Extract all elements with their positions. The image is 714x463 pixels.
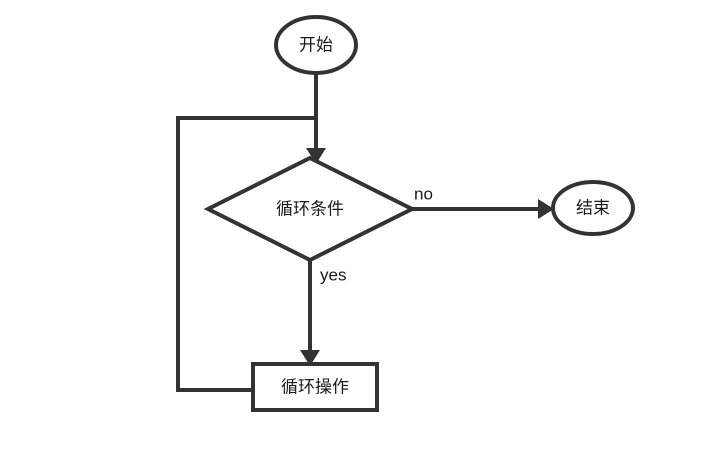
node-end[interactable]: 结束 (551, 180, 635, 236)
end-ellipse[interactable] (551, 180, 635, 236)
end-label: 结束 (576, 198, 610, 217)
edge-condition-to-end (410, 199, 554, 219)
edge-label-yes: yes (320, 265, 346, 284)
operation-rect[interactable] (251, 362, 379, 412)
node-condition[interactable]: 循环条件 (203, 155, 417, 263)
loopback-line (176, 116, 316, 392)
edge-operation-to-condition-loop (176, 116, 316, 392)
condition-label: 循环条件 (276, 199, 344, 218)
edge-start-to-condition (306, 73, 326, 164)
node-operation[interactable]: 循环操作 (251, 362, 379, 412)
start-label: 开始 (299, 35, 333, 54)
node-start[interactable]: 开始 (274, 15, 358, 75)
start-ellipse[interactable] (274, 15, 358, 75)
arrow-head-down-operation (300, 350, 320, 366)
operation-label: 循环操作 (281, 377, 349, 396)
condition-diamond[interactable] (203, 155, 417, 263)
edge-label-no: no (414, 184, 433, 203)
edge-condition-to-operation (300, 259, 320, 366)
arrow-head-down-condition (306, 148, 326, 164)
arrow-head-right-end (538, 199, 554, 219)
